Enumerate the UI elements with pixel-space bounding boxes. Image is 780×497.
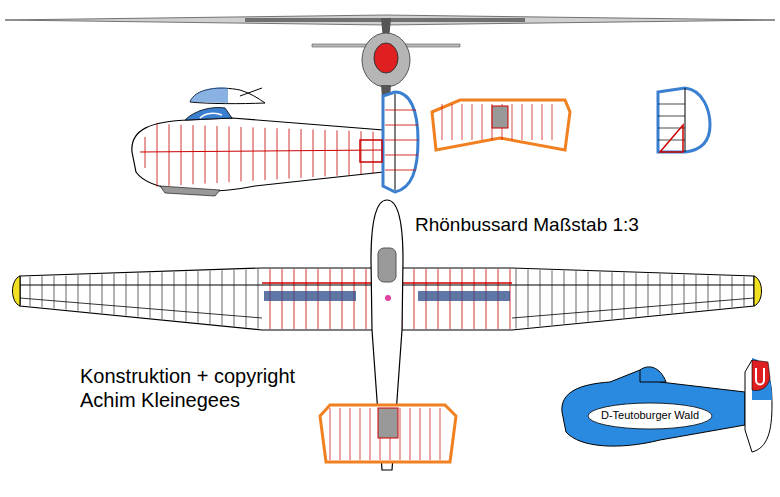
- registration-text: D-Teutoburger Wald: [601, 409, 699, 422]
- rib-line: [126, 273, 127, 315]
- colour-view: [562, 358, 772, 452]
- rib-line: [313, 129, 314, 177]
- rib-line: [241, 127, 242, 182]
- rib-line: [102, 274, 103, 313]
- rib-line: [229, 126, 230, 182]
- stabilizer-detail: [432, 100, 570, 150]
- rib-line: [337, 130, 338, 175]
- rib-line: [522, 104, 523, 140]
- rib-line: [540, 270, 541, 326]
- rib-line: [193, 125, 194, 184]
- rib-line: [210, 271, 211, 324]
- rib-line: [330, 408, 331, 460]
- rib-line: [482, 104, 483, 140]
- rib-line: [162, 272, 163, 319]
- rib-line: [150, 273, 151, 318]
- rib-line: [325, 130, 326, 177]
- front-view: [5, 15, 775, 98]
- rib-line: [54, 276, 55, 308]
- drawing-title: Rhönbussard Maßstab 1:3: [415, 214, 639, 237]
- rib-line: [350, 408, 351, 460]
- rib-line: [246, 270, 247, 328]
- rib-line: [370, 408, 371, 460]
- rib-line: [186, 272, 187, 322]
- rib-line: [78, 275, 79, 311]
- rib-line: [198, 271, 199, 323]
- rib-line: [234, 270, 235, 326]
- rib-line: [552, 270, 553, 325]
- rib-line: [138, 273, 139, 317]
- rib-line: [576, 271, 577, 323]
- rib-line: [612, 272, 613, 319]
- rib-line: [414, 269, 415, 329]
- rib-line: [265, 128, 266, 180]
- rib-line: [672, 274, 673, 313]
- rib-line: [430, 408, 431, 460]
- airfoil-section: [190, 87, 265, 103]
- rib-line: [684, 275, 685, 312]
- rib-line: [349, 131, 350, 175]
- rib-line: [30, 277, 31, 306]
- rib-line: [732, 276, 733, 307]
- fin-detail: [658, 88, 710, 152]
- rib-line: [277, 128, 278, 179]
- rib-line: [472, 104, 473, 140]
- rib-line: [258, 269, 259, 328]
- rib-line: [532, 104, 533, 140]
- rib-line: [512, 104, 513, 140]
- rib-line: [145, 137, 146, 168]
- rib-line: [420, 408, 421, 460]
- rib-line: [462, 104, 463, 140]
- rib-line: [744, 277, 745, 306]
- rib-line: [253, 127, 254, 180]
- plan-view: [13, 200, 762, 470]
- rib-line: [720, 276, 721, 308]
- rib-line: [564, 271, 565, 324]
- rib-line: [410, 408, 411, 460]
- rib-line: [42, 276, 43, 307]
- rib-line: [442, 104, 443, 140]
- rib-line: [157, 124, 158, 187]
- rib-line: [205, 126, 206, 184]
- rib-line: [542, 104, 543, 140]
- rib-line: [174, 272, 175, 320]
- rib-line: [340, 408, 341, 460]
- rib-line: [373, 132, 374, 174]
- rib-line: [301, 129, 302, 178]
- rib-line: [552, 104, 553, 140]
- rib-line: [660, 274, 661, 314]
- copyright-note: Konstruktion + copyright Achim Kleinegee…: [80, 364, 342, 412]
- rib-line: [528, 270, 529, 328]
- rib-line: [696, 275, 697, 311]
- rib-line: [217, 126, 218, 183]
- rib-line: [452, 104, 453, 140]
- rib-line: [624, 273, 625, 318]
- rib-line: [114, 274, 115, 314]
- rib-line: [400, 408, 401, 460]
- rib-line: [366, 269, 367, 329]
- rib-line: [708, 275, 709, 309]
- rib-line: [516, 269, 517, 328]
- rib-line: [66, 275, 67, 309]
- rib-line: [360, 408, 361, 460]
- rib-line: [222, 270, 223, 325]
- rib-line: [648, 273, 649, 315]
- rib-line: [90, 275, 91, 312]
- rib-line: [588, 272, 589, 322]
- side-view: [132, 92, 418, 196]
- rib-line: [169, 124, 170, 185]
- rib-line: [181, 125, 182, 185]
- rib-line: [289, 129, 290, 179]
- rib-line: [440, 408, 441, 460]
- rib-line: [600, 272, 601, 320]
- rib-line: [636, 273, 637, 317]
